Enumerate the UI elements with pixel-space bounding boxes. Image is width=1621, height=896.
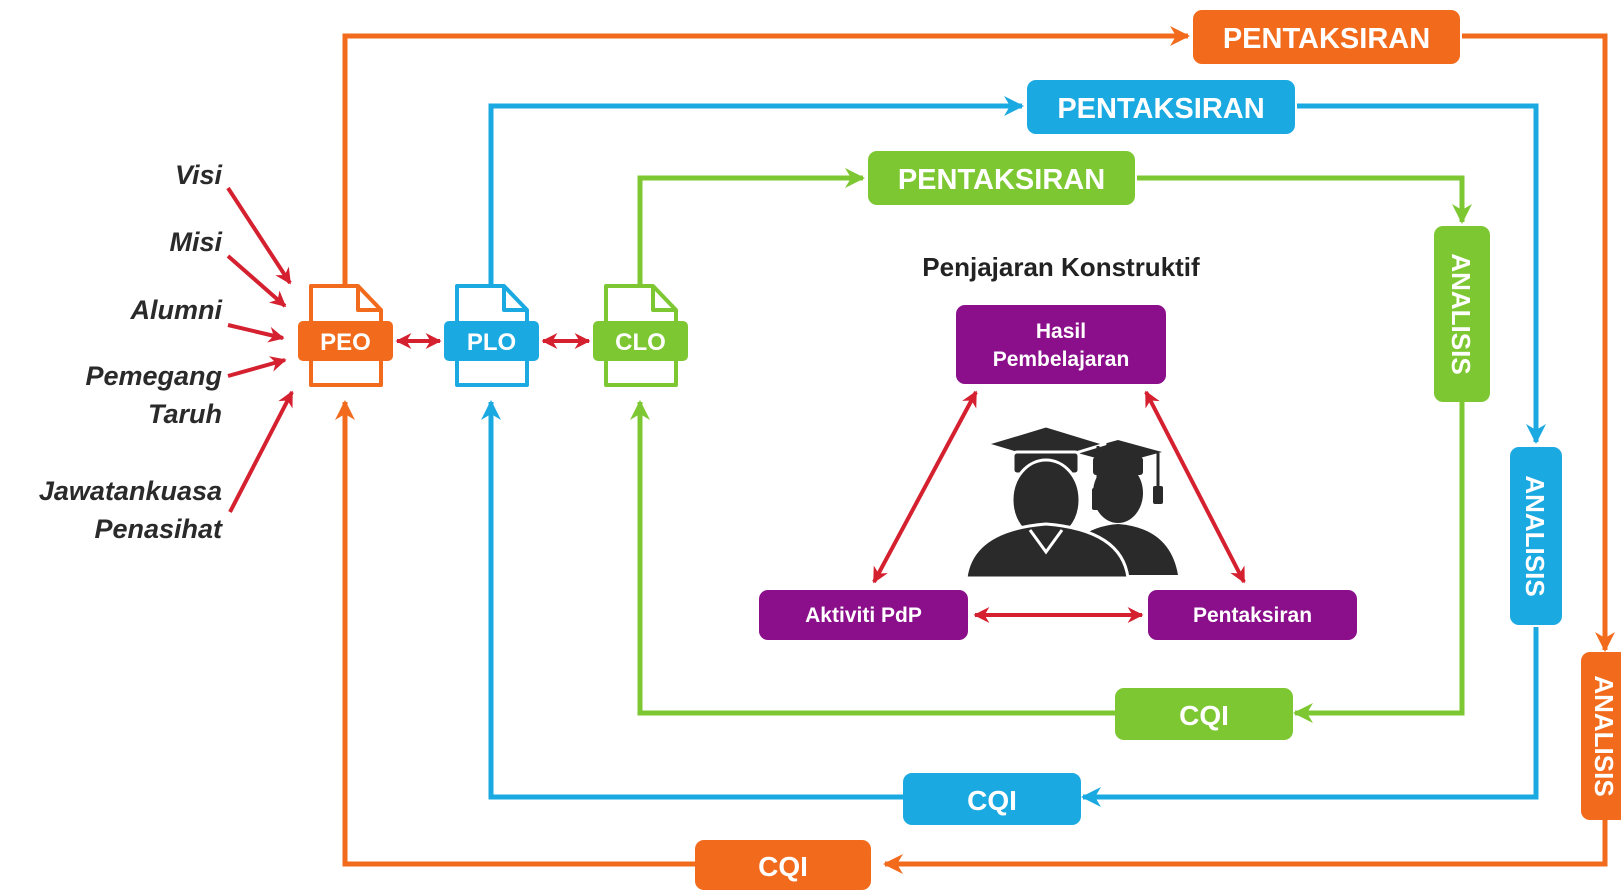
plo-document: PLO: [444, 284, 539, 387]
outer-cqi-connector: [883, 820, 1608, 874]
assessment-box: Pentaksiran: [1148, 590, 1357, 640]
middle-return-connector: [481, 400, 903, 800]
input-alumni: Alumni: [130, 295, 223, 325]
middle-assessment-box: PENTAKSIRAN: [1027, 80, 1295, 134]
outcome-assessment-link: [1144, 390, 1246, 584]
alignment-title: Penjajaran Konstruktif: [922, 252, 1200, 282]
outcome-activity-link: [872, 390, 978, 584]
plo-label: PLO: [467, 329, 516, 356]
alumni-arrow: [227, 323, 285, 343]
inputs-group: Visi Misi Alumni Pemegang Taruh Jawatank…: [39, 160, 294, 544]
outer-cqi-label: CQI: [758, 851, 808, 882]
pemegang-arrow: [227, 356, 287, 378]
input-pemegang-line2: Taruh: [148, 399, 222, 429]
inner-cqi-label: CQI: [1179, 700, 1229, 731]
middle-analysis-connector: [1297, 103, 1546, 444]
clo-document: CLO: [593, 284, 688, 387]
outer-analysis-box: ANALISIS: [1581, 652, 1621, 820]
input-jawatankuasa-line2: Penasihat: [94, 514, 223, 544]
outer-assessment-box: PENTAKSIRAN: [1193, 10, 1460, 64]
input-misi: Misi: [169, 227, 222, 257]
inner-assessment-label: PENTAKSIRAN: [898, 164, 1105, 196]
outer-assessment-connector: [342, 26, 1190, 290]
input-pemegang-line1: Pemegang: [85, 361, 222, 391]
outer-loop: PENTAKSIRAN ANALISIS CQI: [335, 10, 1621, 890]
outcome-label-line2: Pembelajaran: [993, 348, 1130, 371]
outer-cqi-box: CQI: [695, 840, 871, 890]
inner-cqi-box: CQI: [1115, 688, 1293, 740]
constructive-alignment: Penjajaran Konstruktif Hasil Pembelajara…: [759, 252, 1357, 640]
activity-label: Aktiviti PdP: [805, 604, 922, 627]
outer-return-connector: [335, 400, 695, 867]
peo-document: PEO: [298, 284, 393, 387]
inner-cqi-connector: [1293, 402, 1465, 723]
middle-assessment-connector: [488, 96, 1024, 290]
middle-cqi-label: CQI: [967, 785, 1017, 816]
middle-assessment-label: PENTAKSIRAN: [1057, 93, 1264, 125]
inner-assessment-box: PENTAKSIRAN: [868, 151, 1135, 205]
outer-assessment-label: PENTAKSIRAN: [1223, 23, 1430, 55]
middle-analysis-label: ANALISIS: [1520, 475, 1550, 596]
outer-analysis-label: ANALISIS: [1589, 675, 1619, 796]
input-jawatankuasa-line1: Jawatankuasa: [39, 476, 222, 506]
clo-label: CLO: [615, 329, 666, 356]
jawatankuasa-arrow: [228, 390, 294, 513]
inner-assessment-connector: [637, 168, 865, 290]
activity-box: Aktiviti PdP: [759, 590, 968, 640]
inner-return-connector: [630, 400, 1115, 716]
assessment-label: Pentaksiran: [1193, 604, 1312, 627]
graduates-icon: [964, 424, 1178, 580]
peo-label: PEO: [320, 329, 371, 356]
middle-cqi-box: CQI: [903, 773, 1081, 825]
visi-arrow: [226, 186, 292, 285]
outer-analysis-connector: [1462, 33, 1615, 652]
inner-analysis-connector: [1137, 175, 1472, 224]
inner-analysis-label: ANALISIS: [1446, 253, 1476, 374]
middle-cqi-connector: [1081, 627, 1539, 807]
middle-loop: PENTAKSIRAN ANALISIS CQI: [481, 80, 1562, 825]
middle-analysis-box: ANALISIS: [1510, 447, 1562, 625]
outcome-label-line1: Hasil: [1036, 320, 1086, 343]
outcome-box: Hasil Pembelajaran: [956, 305, 1166, 384]
input-visi: Visi: [175, 160, 223, 190]
misi-arrow: [226, 254, 287, 308]
inner-analysis-box: ANALISIS: [1434, 226, 1490, 402]
inner-loop: PENTAKSIRAN ANALISIS CQI: [630, 151, 1490, 740]
